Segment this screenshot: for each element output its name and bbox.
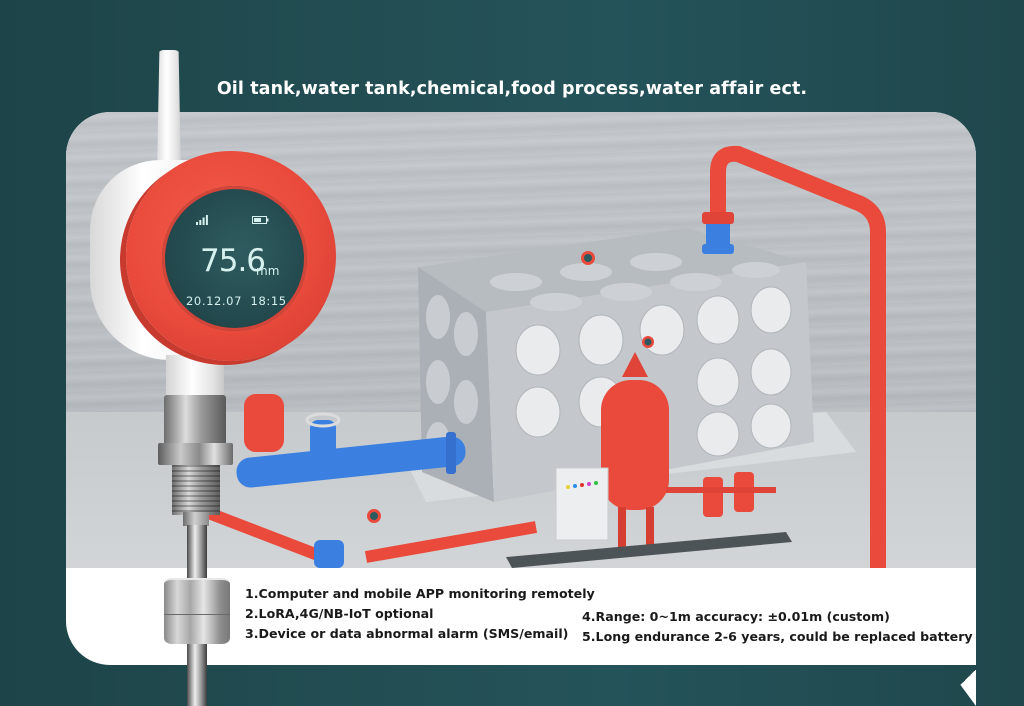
info-panel <box>66 112 976 665</box>
pump-1 <box>703 477 723 517</box>
relief-valve <box>244 394 284 452</box>
feature-3: 3.Device or data abnormal alarm (SMS/ema… <box>245 626 569 641</box>
features-right: 4.Range: 0~1m accuracy: ±0.01m (custom) … <box>582 607 973 647</box>
feature-4: 4.Range: 0~1m accuracy: ±0.01m (custom) <box>582 609 890 624</box>
features-left: 1.Computer and mobile APP monitoring rem… <box>245 584 595 644</box>
pressure-vessel <box>601 380 669 510</box>
signal-bars-icon <box>196 215 208 225</box>
feature-5: 5.Long endurance 2-6 years, could be rep… <box>582 629 973 644</box>
device-antenna <box>157 50 181 175</box>
lcd-unit: mm <box>256 264 280 278</box>
speech-tail <box>945 664 976 706</box>
probe-float <box>164 578 230 644</box>
control-cabinet <box>555 467 609 541</box>
blue-main-pipe <box>236 436 466 488</box>
headline: Oil tank,water tank,chemical,food proces… <box>216 79 808 99</box>
lcd-time: 18:15 <box>250 294 287 308</box>
lcd-reading: 75.6 <box>200 243 266 279</box>
feature-2: 2.LoRA,4G/NB-IoT optional <box>245 606 434 621</box>
feature-1: 1.Computer and mobile APP monitoring rem… <box>245 586 595 601</box>
device-thread-base <box>183 512 209 526</box>
lcd-datetime: 20.12.07 18:15 <box>186 294 287 308</box>
device-collar <box>164 395 226 445</box>
device-thread <box>172 465 220 515</box>
lcd-date: 20.12.07 <box>186 294 243 308</box>
device-hex-nut <box>158 443 233 465</box>
red-riser-pipe <box>710 145 886 568</box>
device-screen <box>162 186 307 331</box>
probe-float-seam <box>164 614 230 615</box>
battery-icon <box>252 216 269 224</box>
water-tank-illustration <box>203 145 886 568</box>
